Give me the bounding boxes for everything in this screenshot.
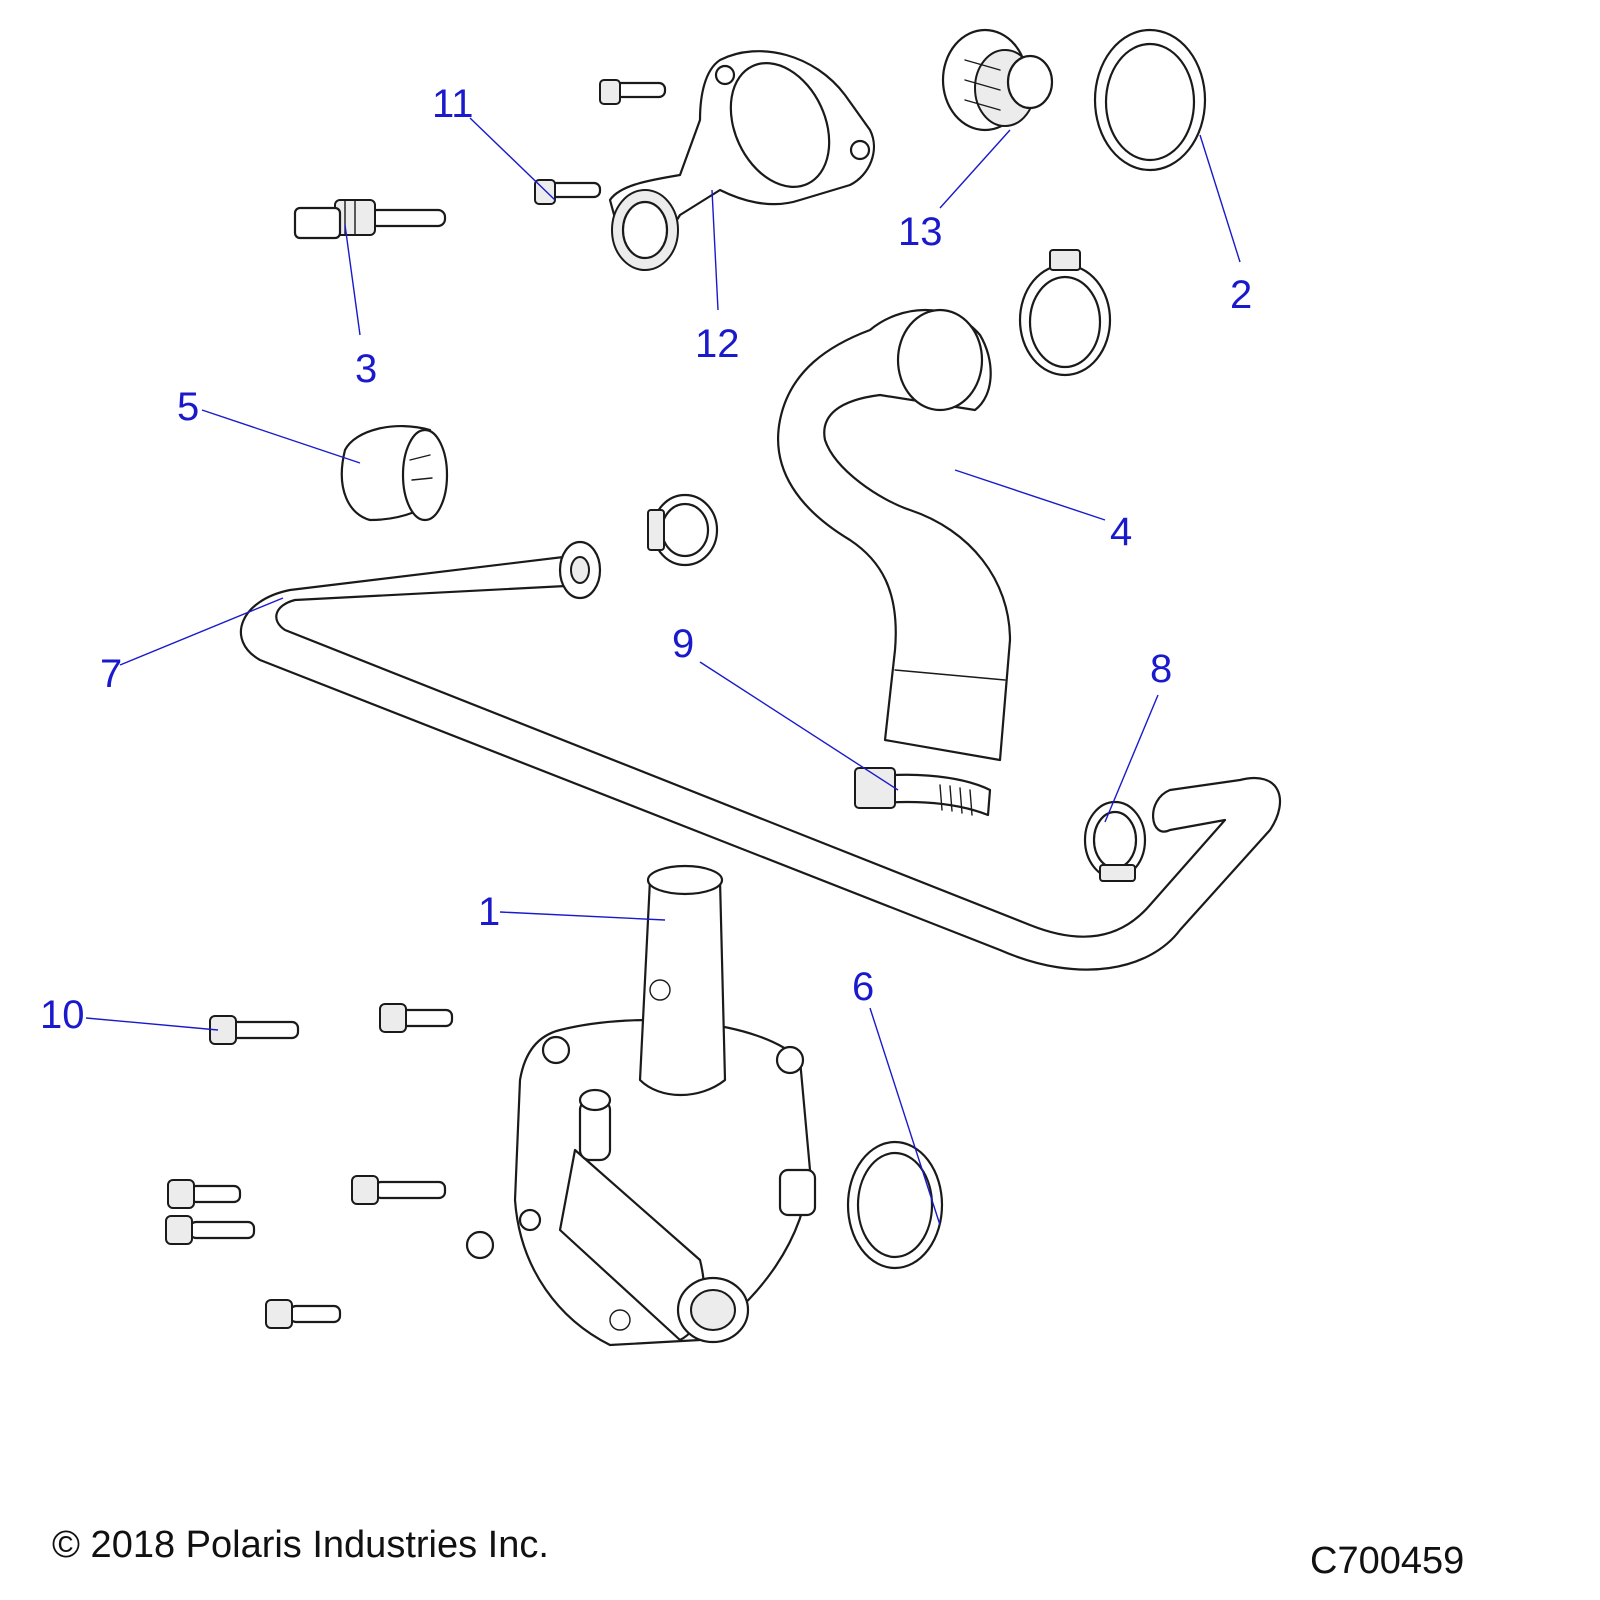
leader-12 xyxy=(711,189,719,311)
callout-9: 9 xyxy=(672,622,694,666)
leader-9 xyxy=(699,661,899,791)
leader-4 xyxy=(954,469,1106,521)
bolt-f xyxy=(265,1299,342,1329)
part-sensor-connector xyxy=(340,425,449,522)
callout-2: 2 xyxy=(1230,273,1252,317)
diagram-code: C700459 xyxy=(1310,1540,1464,1582)
leader-lines xyxy=(85,117,1241,1226)
leader-13 xyxy=(939,129,1011,209)
leader-3 xyxy=(344,224,361,336)
callout-11: 11 xyxy=(432,82,474,126)
leader-11 xyxy=(469,117,556,201)
leader-10 xyxy=(85,1017,219,1031)
callout-1: 1 xyxy=(478,890,500,934)
leader-5 xyxy=(201,409,361,464)
part-thermostat xyxy=(941,28,1054,132)
bolt-e xyxy=(351,1175,447,1205)
callout-5: 5 xyxy=(177,385,199,429)
callout-3: 3 xyxy=(355,347,377,391)
part-housing-bolt-lower xyxy=(534,179,602,205)
part-hose-clamp-upper xyxy=(1018,249,1112,377)
leader-7 xyxy=(119,597,284,666)
part-water-pump xyxy=(465,864,817,1347)
bolt-c xyxy=(167,1179,242,1209)
leader-2 xyxy=(1199,134,1241,263)
callout-8: 8 xyxy=(1150,647,1172,691)
part-hose-clamp-small xyxy=(647,493,719,567)
callout-12: 12 xyxy=(695,322,740,366)
bolt-a xyxy=(209,1015,300,1045)
part-hose-clamp-8 xyxy=(1083,800,1147,882)
callout-13: 13 xyxy=(898,210,943,254)
part-thermostat-housing xyxy=(608,50,875,271)
bolt-d xyxy=(165,1215,256,1245)
part-temperature-sensor xyxy=(293,199,447,240)
callout-6: 6 xyxy=(852,965,874,1009)
callout-10: 10 xyxy=(40,993,85,1037)
bolt-b xyxy=(379,1003,454,1033)
leader-6 xyxy=(869,1007,941,1226)
copyright-text: © 2018 Polaris Industries Inc. xyxy=(52,1524,549,1566)
part-bypass-hose xyxy=(240,540,1282,971)
leader-1 xyxy=(499,911,666,921)
part-seal-ring-large xyxy=(1093,28,1207,172)
leader-8 xyxy=(1104,694,1159,823)
part-seal-ring-small xyxy=(846,1140,944,1270)
callout-labels: 1 2 3 4 5 6 7 8 9 10 11 12 13 xyxy=(40,82,1252,1037)
part-upper-coolant-hose xyxy=(777,308,1012,762)
part-housing-bolt-upper xyxy=(599,79,667,105)
callout-4: 4 xyxy=(1110,510,1132,554)
callout-7: 7 xyxy=(100,652,122,696)
part-pump-bolts xyxy=(165,1003,454,1329)
part-hose-clamp-9 xyxy=(854,767,992,817)
